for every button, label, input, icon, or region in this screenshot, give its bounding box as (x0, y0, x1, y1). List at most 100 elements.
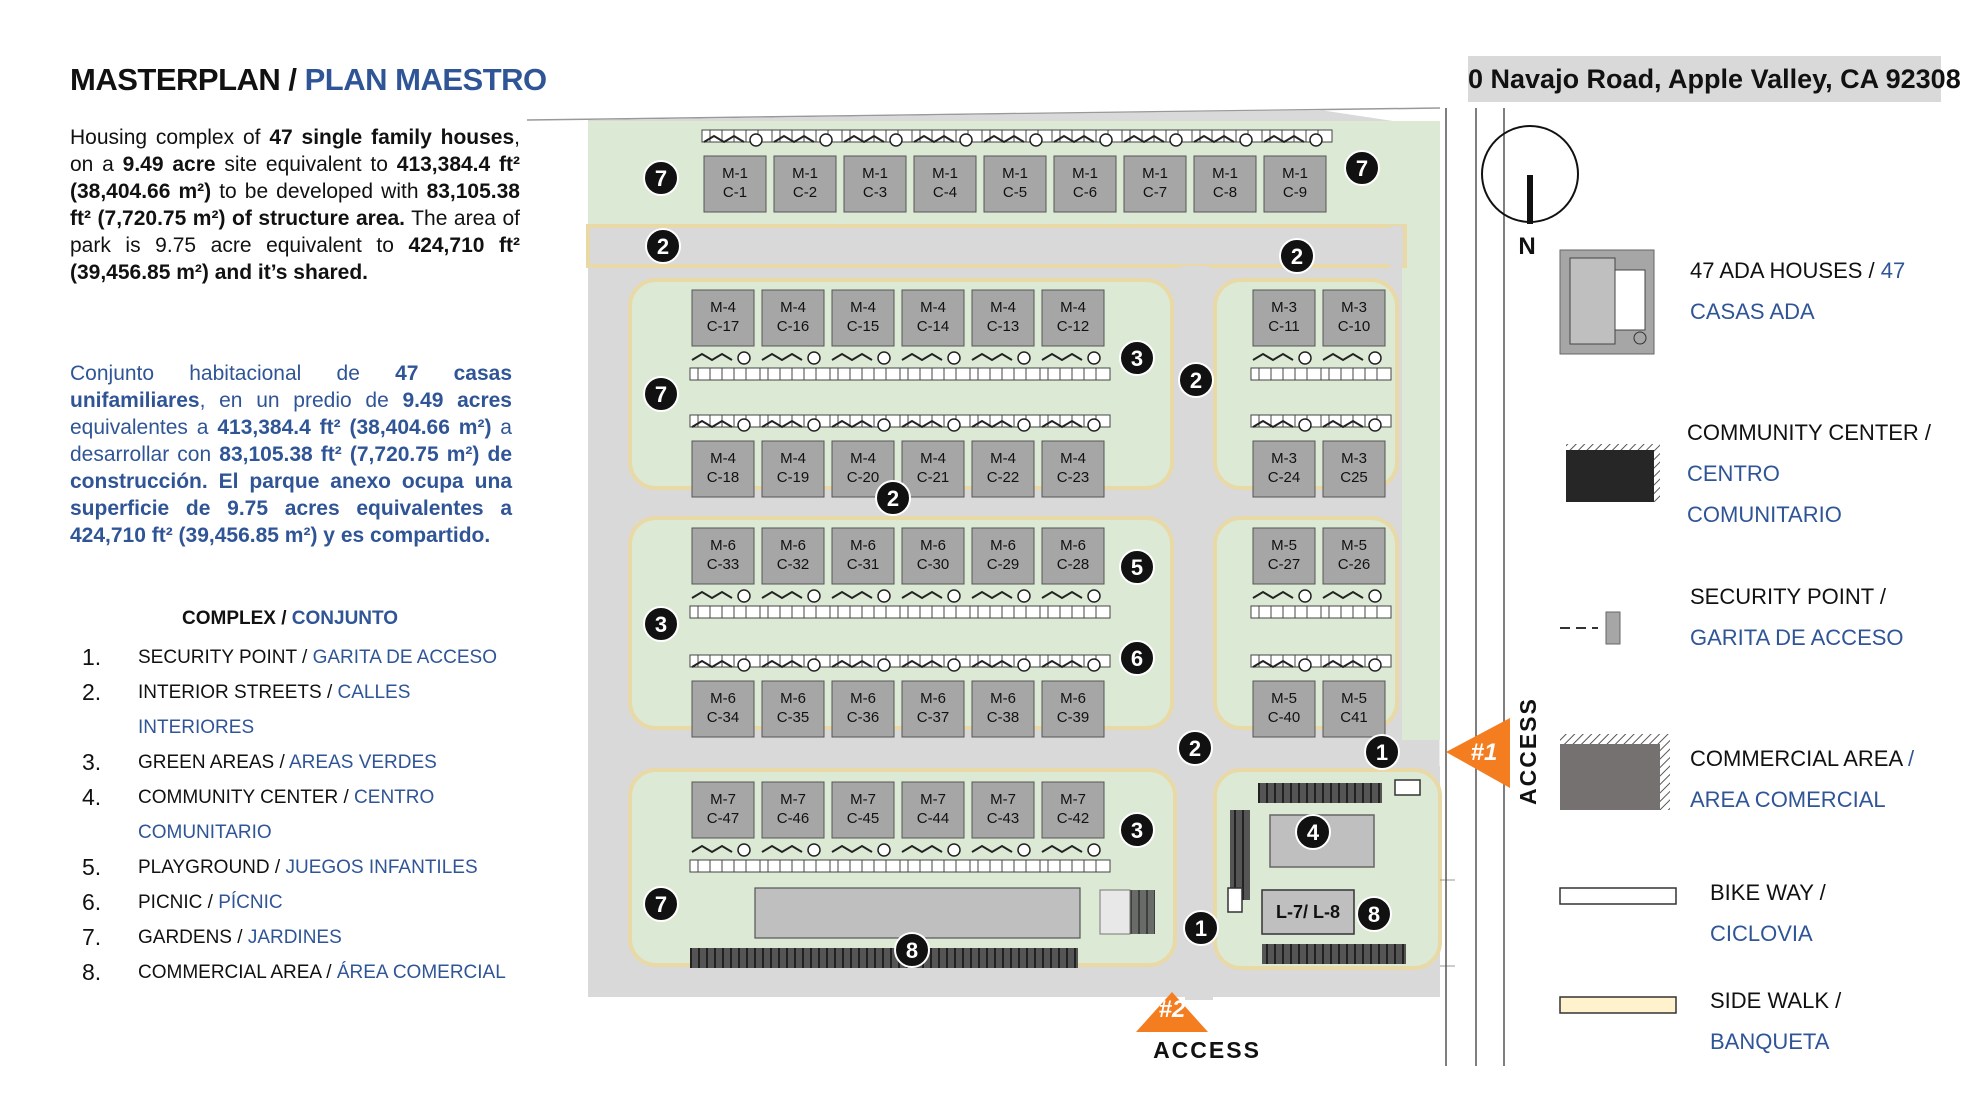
house-module-label: M-4 (850, 299, 876, 316)
house-unit-label: C-14 (917, 318, 950, 335)
house-unit-label: C-13 (987, 318, 1020, 335)
complex-item-en: INTERIOR STREETS / (138, 682, 338, 703)
house-module-label: M-1 (792, 165, 818, 182)
description_es-segment: 413,384.4 ft² (38,404.66 m²) (217, 416, 492, 439)
plan-marker: 2 (1178, 362, 1214, 398)
house-module-label: M-4 (710, 450, 736, 467)
house-module-label: M-4 (710, 299, 736, 316)
description_en-segment: Housing complex of (70, 126, 270, 149)
house-unit: M-6C-36 (829, 654, 901, 738)
complex-item-es: GARITA DE ACCESO (312, 647, 497, 668)
description_en-segment: , on a (70, 126, 520, 176)
complex-item-number: 8. (82, 959, 102, 985)
plan-marker: 3 (1119, 812, 1155, 848)
legend-item-sidewalk: SIDE WALK / BANQUETA (1710, 980, 1930, 1062)
legend-item-commercial: COMMERCIAL AREA / AREA COMERCIAL (1690, 738, 1950, 820)
house-unit: M-6C-31 (829, 527, 901, 619)
plan-marker-number: 2 (657, 234, 669, 259)
house-unit: M-1C-7 (1121, 129, 1193, 213)
complex-heading-en: COMPLEX / (182, 608, 287, 629)
description_en-segment: 9.49 acre (122, 153, 216, 176)
house-module-label: M-1 (862, 165, 888, 182)
plan-marker: 3 (643, 606, 679, 642)
complex-item-es: CENTRO COMUNITARIO (138, 787, 435, 843)
house-unit: M-6C-39 (1039, 654, 1111, 738)
house-unit: M-4C-17 (689, 289, 761, 381)
house-unit-label: C-10 (1338, 318, 1371, 335)
plan-marker: 8 (1356, 896, 1392, 932)
complex-item: 8.COMMERCIAL AREA / ÁREA COMERCIAL (82, 955, 522, 990)
description_en-segment: to be developed with (211, 180, 427, 203)
house-unit-label: C-24 (1268, 469, 1301, 486)
legend-label-en: SECURITY POINT / (1690, 584, 1887, 609)
house-unit-label: C-1 (723, 184, 747, 201)
house-unit-label: C-29 (987, 556, 1020, 573)
plan-marker-number: 2 (1189, 736, 1201, 761)
legend-label-en: COMMUNITY CENTER / (1687, 420, 1932, 445)
description-en: Housing complex of 47 single family hous… (70, 124, 520, 286)
house-unit-label: C-36 (847, 709, 880, 726)
complex-item-number: 7. (82, 924, 102, 950)
house-unit: M-1C-9 (1261, 129, 1333, 213)
complex-item-en: COMMUNITY CENTER / (138, 787, 355, 808)
plan-marker-number: 2 (1190, 368, 1202, 393)
legend-label-en: BIKE WAY / (1710, 880, 1826, 905)
house-unit-label: C-47 (707, 810, 740, 827)
house-unit: M-3C-11 (1250, 289, 1322, 381)
house-unit-label: C-5 (1003, 184, 1027, 201)
complex-item-es: CALLES INTERIORES (138, 682, 411, 738)
plan-marker-number: 1 (1376, 740, 1388, 765)
complex-item-en: PICNIC / (138, 892, 219, 913)
plan-marker-number: 8 (906, 938, 918, 963)
description_en-segment: 413,384.4 ft² (38,404.66 m²) (70, 153, 520, 203)
house-module-label: M-1 (1002, 165, 1028, 182)
complex-item-en: SECURITY POINT / (138, 647, 313, 668)
house-unit: M-6C-38 (969, 654, 1041, 738)
house-unit-label: C-32 (777, 556, 810, 573)
house-module-label: M-3 (1341, 450, 1367, 467)
house-unit-label: C-4 (933, 184, 957, 201)
svg-text:ACCESS: ACCESS (1515, 697, 1541, 805)
house-unit: M-3C-24 (1250, 414, 1322, 498)
house-unit-label: C-3 (863, 184, 887, 201)
house-unit-label: C-21 (917, 469, 950, 486)
plan-marker: 1 (1364, 734, 1400, 770)
address-banner: 0 Navajo Road, Apple Valley, CA 92308 (1468, 56, 1961, 102)
house-unit: M-6C-33 (689, 527, 761, 619)
house-unit: M-4C-18 (689, 414, 761, 498)
house-unit: M-6C-29 (969, 527, 1041, 619)
house-unit: M-6C-32 (759, 527, 831, 619)
house-unit: M-5C-40 (1250, 654, 1322, 738)
plan-marker-number: 3 (1131, 818, 1143, 843)
house-unit-label: C-42 (1057, 810, 1090, 827)
plan-marker-number: 7 (655, 382, 667, 407)
house-unit: M-1C-1 (701, 129, 773, 213)
house-module-label: M-3 (1271, 450, 1297, 467)
house-module-label: M-4 (780, 299, 806, 316)
house-module-label: M-1 (1072, 165, 1098, 182)
house-unit-label: C-26 (1338, 556, 1371, 573)
house-unit-label: C-40 (1268, 709, 1301, 726)
house-module-label: M-7 (990, 791, 1016, 808)
house-module-label: M-6 (1060, 537, 1086, 554)
house-unit: M-4C-13 (969, 289, 1041, 381)
house-module-label: M-6 (780, 690, 806, 707)
complex-item-es: PÍCNIC (218, 892, 283, 913)
house-unit: M-6C-37 (899, 654, 971, 738)
legend-swatches (1559, 249, 1677, 1014)
description_en-segment: 83,105.38 ft² (7,720.75 m²) of structure… (70, 180, 520, 230)
house-unit: M-7C-42 (1039, 781, 1111, 873)
house-unit-label: C-30 (917, 556, 950, 573)
plan-marker-number: 7 (655, 892, 667, 917)
house-module-label: M-1 (1282, 165, 1308, 182)
house-module-label: M-7 (710, 791, 736, 808)
complex-item: 4.COMMUNITY CENTER / CENTRO COMUNITARIO (82, 780, 522, 850)
description_es-segment: 9.49 acres (402, 389, 513, 412)
house-unit-label: C-31 (847, 556, 880, 573)
house-module-label: M-7 (1060, 791, 1086, 808)
description_en-segment: site equivalent to (215, 153, 397, 176)
description_es-segment: , en un predio de (199, 389, 403, 412)
complex-heading: COMPLEX / CONJUNTO (182, 608, 398, 630)
